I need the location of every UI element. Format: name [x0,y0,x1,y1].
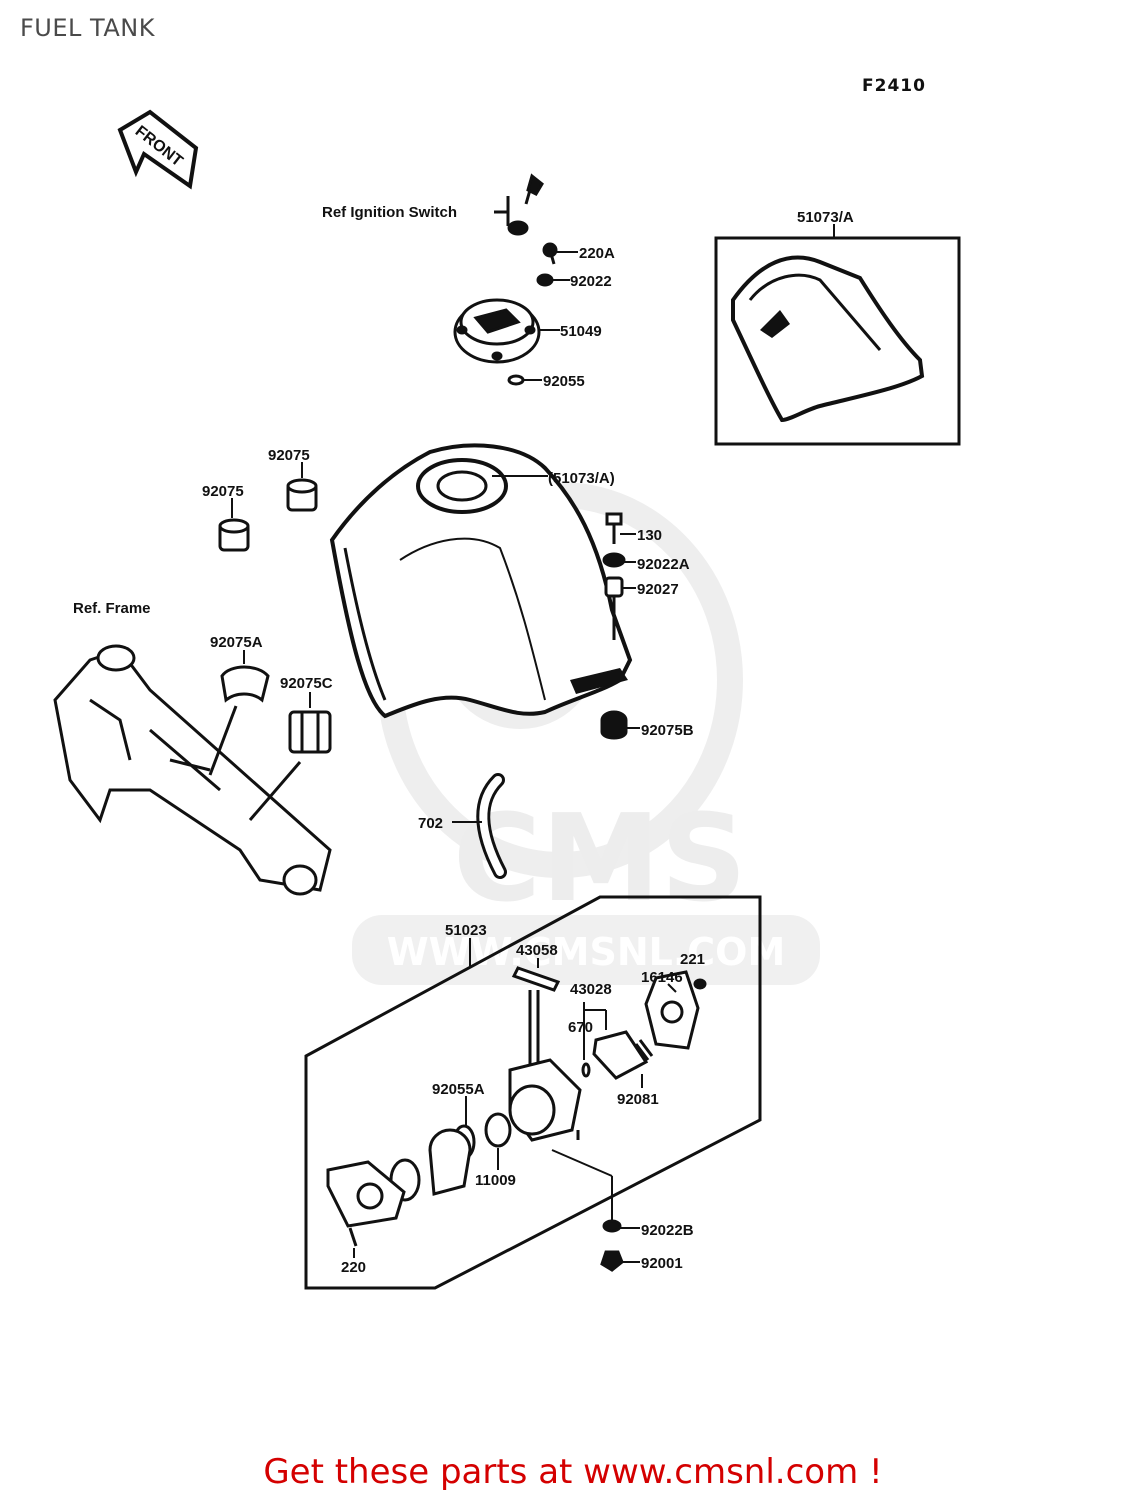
part-label-92022b: 92022B [641,1222,694,1239]
frame-icon [53,644,332,896]
frame-rubber-icons [208,665,332,821]
part-label-92081: 92081 [617,1091,659,1108]
part-label-92075-right: 92075 [268,447,310,464]
tank-bolt-hardware [600,512,628,740]
fuel-cock-assembly-box [304,895,762,1290]
part-label-11009: 11009 [475,1172,516,1189]
fuel-cap-icon [453,298,541,364]
part-label-92075b: 92075B [641,722,694,739]
fuel-cock-parts [326,966,707,1272]
watermark-url: WWW.CMSNL.COM [387,930,786,974]
part-label-130: 130 [637,527,662,544]
part-label-ref-frame: Ref. Frame [73,600,151,617]
ignition-key [494,173,544,236]
part-label-92055: 92055 [543,373,585,390]
part-label-670: 670 [568,1019,593,1036]
part-label-92022: 92022 [570,273,612,290]
leader-lines [231,224,835,1263]
part-label-43028: 43028 [570,981,612,998]
part-label-92022a: 92022A [637,556,690,573]
part-label-51073a-tank: (51073/A) [548,470,615,487]
fuel-hose-icon [476,773,507,879]
part-label-92001: 92001 [641,1255,683,1272]
part-label-51049: 51049 [560,323,602,340]
part-label-220: 220 [341,1259,366,1276]
part-label-92055a: 92055A [432,1081,485,1098]
rubber-cushion-icons [218,478,318,552]
part-label-92075a: 92075A [210,634,263,651]
emblem-detail-box [714,236,961,446]
part-label-702: 702 [418,815,443,832]
front-arrow: FRONT [117,109,199,190]
small-fasteners [507,242,558,386]
part-label-221: 221 [680,951,705,968]
part-label-51073a-box: 51073/A [797,209,854,226]
part-label-43058: 43058 [516,942,558,959]
part-label-92075-left: 92075 [202,483,244,500]
part-label-92075c: 92075C [280,675,333,692]
part-label-220a: 220A [579,245,615,262]
part-label-16146: 16146 [641,969,683,986]
page-title: FUEL TANK [20,14,155,42]
part-label-92027: 92027 [637,581,679,598]
footer-link[interactable]: Get these parts at www.cmsnl.com ! [263,1452,883,1492]
part-labels: Ref Ignition Switch 220A 92022 51049 920… [73,204,854,1276]
part-label-ref-ignition-switch: Ref Ignition Switch [322,204,457,221]
diagram-code: F2410 [862,76,926,96]
watermark-brand: CMS [453,790,747,929]
part-label-51023: 51023 [445,922,487,939]
fuel-tank-icon [329,443,633,719]
